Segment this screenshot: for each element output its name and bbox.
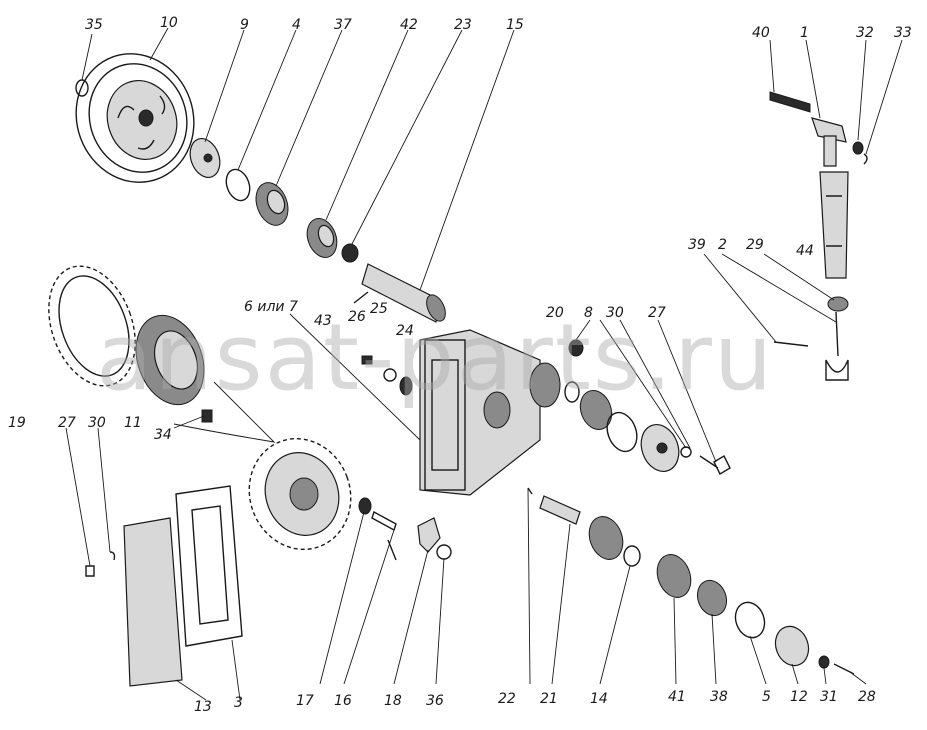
label-27-top: 27 [648, 305, 666, 321]
label-15: 15 [506, 17, 524, 33]
label-17: 17 [296, 693, 314, 709]
part-lever-head [811, 117, 847, 167]
part-pulley [75, 53, 195, 183]
part-pin-16 [371, 510, 397, 532]
part-rod [387, 539, 397, 561]
part-bolt-27 [85, 565, 95, 577]
label-16: 16 [334, 693, 352, 709]
part-washer-30 [109, 551, 116, 561]
part-washer-31 [818, 655, 830, 669]
label-32: 32 [856, 25, 874, 41]
label-14: 14 [590, 691, 608, 707]
part-cover-plate [123, 517, 183, 687]
label-3: 3 [234, 695, 243, 711]
label-21: 21 [540, 691, 558, 707]
part-cover-flange [640, 424, 680, 472]
label-42: 42 [400, 17, 418, 33]
label-41: 41 [668, 689, 686, 705]
part-bearing-41 [656, 554, 692, 598]
label-29: 29 [746, 237, 764, 253]
part-ring-36 [436, 544, 452, 560]
part-fork [825, 311, 849, 381]
part-gasket-plate [175, 485, 243, 647]
part-pin-39 [773, 341, 809, 347]
part-shaft-21 [539, 495, 581, 525]
part-nut-32 [852, 141, 864, 155]
part-washer-small [383, 368, 397, 382]
label-31: 31 [820, 689, 838, 705]
part-gear-hub [248, 437, 352, 551]
part-nut-29 [827, 296, 849, 312]
label-12: 12 [790, 689, 808, 705]
part-gasket [606, 411, 638, 453]
label-37: 37 [334, 17, 352, 33]
label-13: 13 [194, 699, 212, 715]
watermark: ansat-parts.ru [96, 304, 775, 411]
label-2: 2 [718, 237, 727, 253]
label-1: 1 [800, 25, 809, 41]
label-23: 23 [454, 17, 472, 33]
label-30-top: 30 [606, 305, 624, 321]
part-ring [225, 168, 251, 202]
part-pin-22 [527, 487, 533, 495]
part-ring-small [564, 381, 580, 403]
label-24: 24 [396, 323, 414, 339]
label-43: 43 [314, 313, 332, 329]
label-39: 39 [688, 237, 706, 253]
leader-lines [65, 27, 903, 701]
part-bearing-2 [306, 218, 338, 258]
part-washer-17 [358, 497, 372, 515]
label-22: 22 [498, 691, 516, 707]
label-19: 19 [8, 415, 26, 431]
part-flange-12 [774, 625, 810, 667]
part-bearing-4 [588, 516, 624, 560]
label-6-or-7: 6 или 7 [244, 299, 298, 315]
part-bolt-small [361, 355, 373, 365]
part-shaft [361, 263, 441, 323]
part-housing [419, 329, 561, 496]
label-26: 26 [348, 309, 366, 325]
label-35: 35 [85, 17, 103, 33]
label-10: 10 [160, 15, 178, 31]
label-9: 9 [240, 17, 249, 33]
label-5: 5 [762, 689, 771, 705]
part-bolt-40 [769, 91, 811, 113]
label-40: 40 [752, 25, 770, 41]
label-11: 11 [124, 415, 142, 431]
part-bearing [255, 182, 289, 226]
label-28: 28 [858, 689, 876, 705]
part-sleeve-44 [819, 171, 849, 279]
label-27-left: 27 [58, 415, 76, 431]
part-bushing [399, 376, 413, 396]
label-33: 33 [894, 25, 912, 41]
label-38: 38 [710, 689, 728, 705]
part-bearing-3 [579, 390, 613, 430]
label-4: 4 [292, 17, 301, 33]
part-nut [341, 243, 359, 263]
part-bolt [699, 455, 731, 475]
part-pin-34 [201, 409, 213, 423]
label-18: 18 [384, 693, 402, 709]
part-ring-gear [48, 265, 136, 387]
label-36: 36 [426, 693, 444, 709]
part-pin [353, 291, 369, 304]
label-44: 44 [796, 243, 814, 259]
label-20: 20 [546, 305, 564, 321]
part-hub [135, 314, 205, 406]
label-30-left: 30 [88, 415, 106, 431]
part-washer-2 [680, 446, 692, 458]
label-8: 8 [584, 305, 593, 321]
part-flange [189, 138, 221, 178]
label-25: 25 [370, 301, 388, 317]
part-ring-14 [623, 545, 641, 567]
part-bearing-38 [696, 579, 728, 617]
part-washer [75, 79, 89, 97]
part-cotter [863, 153, 868, 165]
part-gasket-5 [734, 601, 766, 639]
label-34: 34 [154, 427, 172, 443]
part-plate-18 [417, 517, 441, 553]
bag-shape [173, 381, 276, 443]
